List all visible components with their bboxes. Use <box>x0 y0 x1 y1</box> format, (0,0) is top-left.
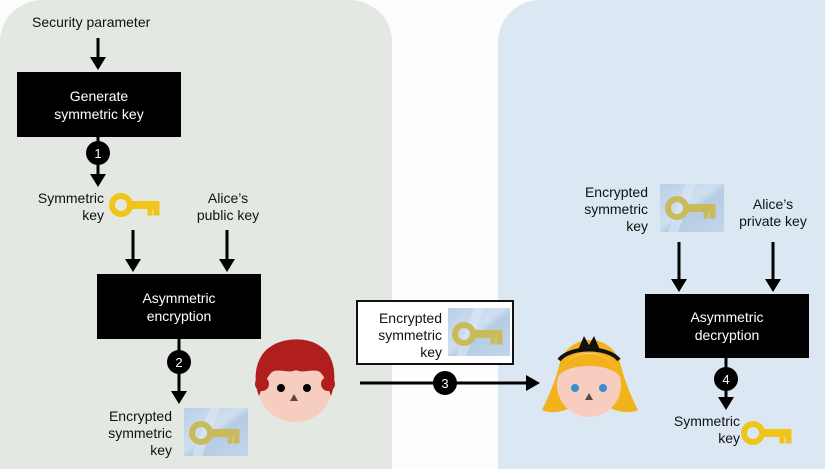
box-line: Asymmetric <box>142 289 216 306</box>
label-line: key <box>420 344 442 360</box>
arrow-security-to-generate <box>90 38 106 70</box>
symmetric-key-icon <box>112 196 159 215</box>
label-line: key <box>626 218 648 234</box>
label-line: Encrypted <box>378 310 442 326</box>
asymmetric-decryption-box: Asymmetric decryption <box>645 294 809 358</box>
alice-public-key-label: Alice’s public key <box>180 190 276 224</box>
encrypted-key-icon <box>184 408 248 456</box>
label-line: private key <box>739 213 807 229</box>
label-line: symmetric <box>584 201 648 217</box>
label-line: key <box>718 430 740 446</box>
symmetric-key-label: Symmetric key <box>20 190 104 224</box>
security-parameter-label: Security parameter <box>32 14 151 30</box>
svg-text:1: 1 <box>94 146 101 161</box>
transferred-encrypted-key-icon <box>448 308 510 356</box>
arrow-encrypted-key-to-decryption <box>671 242 687 292</box>
svg-text:4: 4 <box>722 372 729 387</box>
box-line: symmetric key <box>54 105 144 122</box>
label-line: Symmetric <box>673 413 740 429</box>
alice-private-key-label: Alice’s private key <box>728 196 818 230</box>
label-line: public key <box>196 207 260 223</box>
label-line: Encrypted <box>108 408 172 424</box>
svg-text:3: 3 <box>441 376 448 391</box>
label-line: Alice’s <box>207 190 249 206</box>
label-line: key <box>82 207 104 223</box>
receiver-encrypted-key-label: Encrypted symmetric key <box>565 184 648 235</box>
step-1-badge: 1 <box>86 141 110 165</box>
svg-text:2: 2 <box>175 355 182 370</box>
arrow-privatekey-to-decryption <box>765 242 781 292</box>
step-3-badge: 3 <box>433 371 457 395</box>
box-line: encryption <box>146 307 212 324</box>
transferred-encrypted-key-label: Encrypted symmetric key <box>362 310 442 361</box>
step-2-badge: 2 <box>167 350 191 374</box>
alice-avatar <box>542 336 638 417</box>
box-line: decryption <box>694 327 760 343</box>
label-line: symmetric <box>378 327 442 343</box>
label-line: Encrypted <box>584 184 648 200</box>
box-line: Generate <box>69 87 129 104</box>
receiver-symmetric-key-label: Symmetric key <box>660 413 740 447</box>
label-line: key <box>150 442 172 458</box>
arrow-key-to-encryption <box>125 230 141 272</box>
box-line: Asymmetric <box>690 309 764 325</box>
receiver-encrypted-key-icon <box>660 184 724 232</box>
step-4-badge: 4 <box>714 367 738 391</box>
arrow-publickey-to-encryption <box>219 230 235 272</box>
encrypted-symmetric-key-label: Encrypted symmetric key <box>80 408 172 459</box>
bob-avatar <box>255 339 335 422</box>
label-line: Alice’s <box>752 196 794 212</box>
receiver-symmetric-key-icon <box>744 424 791 443</box>
label-line: symmetric <box>108 425 172 441</box>
label-line: Symmetric <box>37 190 104 206</box>
